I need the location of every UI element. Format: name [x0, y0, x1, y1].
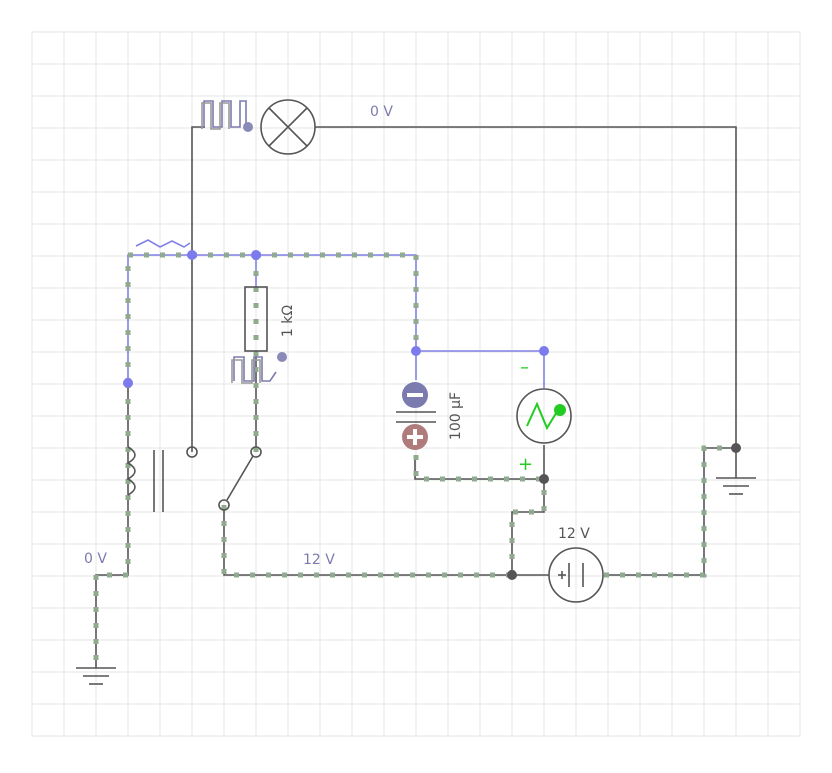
spdt-switch-icon[interactable]: [186, 446, 262, 511]
battery-voltage-label: 12 V: [558, 526, 590, 542]
wire-lamp-to-right[interactable]: [315, 126, 737, 448]
ground-icon[interactable]: [76, 667, 116, 685]
wire-top-blue[interactable]: [127, 254, 545, 388]
ac-minus-label: –: [520, 357, 529, 378]
wire-left-coil[interactable]: [95, 383, 129, 668]
fuse-icon[interactable]: [135, 239, 191, 248]
ground-voltage-label: 0 V: [84, 551, 107, 567]
square-wave-probe-icon[interactable]: [231, 352, 287, 384]
current-flow: [93, 252, 736, 668]
nodes: [123, 250, 741, 580]
relay-coil-icon[interactable]: [126, 446, 164, 512]
ac-plus-label: +: [518, 454, 533, 475]
lamp-icon[interactable]: [260, 99, 316, 155]
ac-source-icon[interactable]: [516, 388, 572, 444]
resistor-value-label: 1 kΩ: [280, 305, 296, 337]
battery-icon[interactable]: [548, 547, 604, 603]
electrolytic-capacitor-icon[interactable]: [396, 382, 436, 450]
wire-square-gen-left[interactable]: [191, 126, 205, 452]
square-wave-generator-icon[interactable]: [201, 100, 253, 132]
ground-icon[interactable]: [716, 477, 756, 495]
wire-cap-bottom[interactable]: [414, 455, 544, 480]
capacitor-value-label: 100 µF: [448, 392, 464, 440]
lamp-voltage-label: 0 V: [370, 104, 393, 120]
wires-blue: [127, 254, 545, 388]
wire-bottom[interactable]: [223, 505, 512, 576]
bottom-wire-voltage-label: 12 V: [303, 552, 335, 568]
resistor-icon[interactable]: [244, 286, 268, 352]
wire-battery-up[interactable]: [511, 479, 545, 575]
